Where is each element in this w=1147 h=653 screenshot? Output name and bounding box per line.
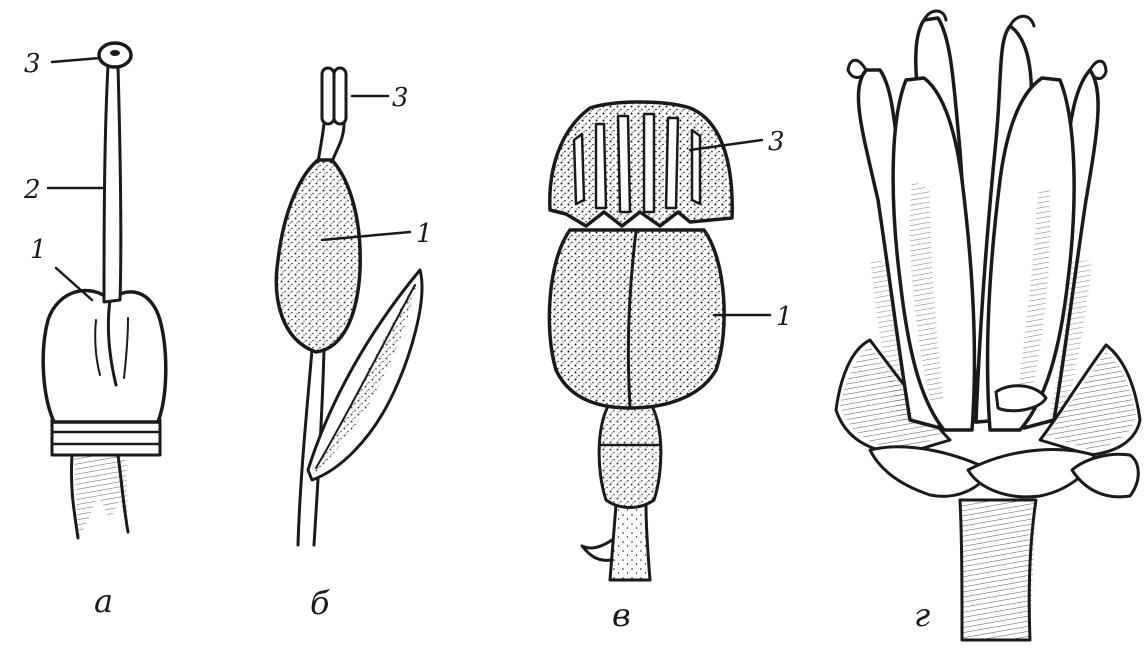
panel-d: г [836, 11, 1140, 640]
label-b-3: 3 [392, 83, 409, 113]
panel-c: 3 1 в [549, 102, 792, 634]
label-a-1: 1 [30, 235, 47, 265]
label-a-3: 3 [24, 49, 41, 79]
label-c-3: 3 [768, 127, 785, 157]
label-c-1: 1 [776, 302, 793, 332]
panel-a: 3 2 1 а [23, 43, 166, 620]
label-b-1: 1 [416, 219, 433, 249]
panel-letter-c: в [612, 596, 631, 634]
panel-b: 3 1 б [276, 68, 432, 622]
panel-letter-a: а [94, 582, 113, 620]
label-a-2: 2 [23, 175, 41, 205]
panel-letter-d: г [914, 596, 930, 634]
panel-letter-b: б [310, 584, 330, 622]
